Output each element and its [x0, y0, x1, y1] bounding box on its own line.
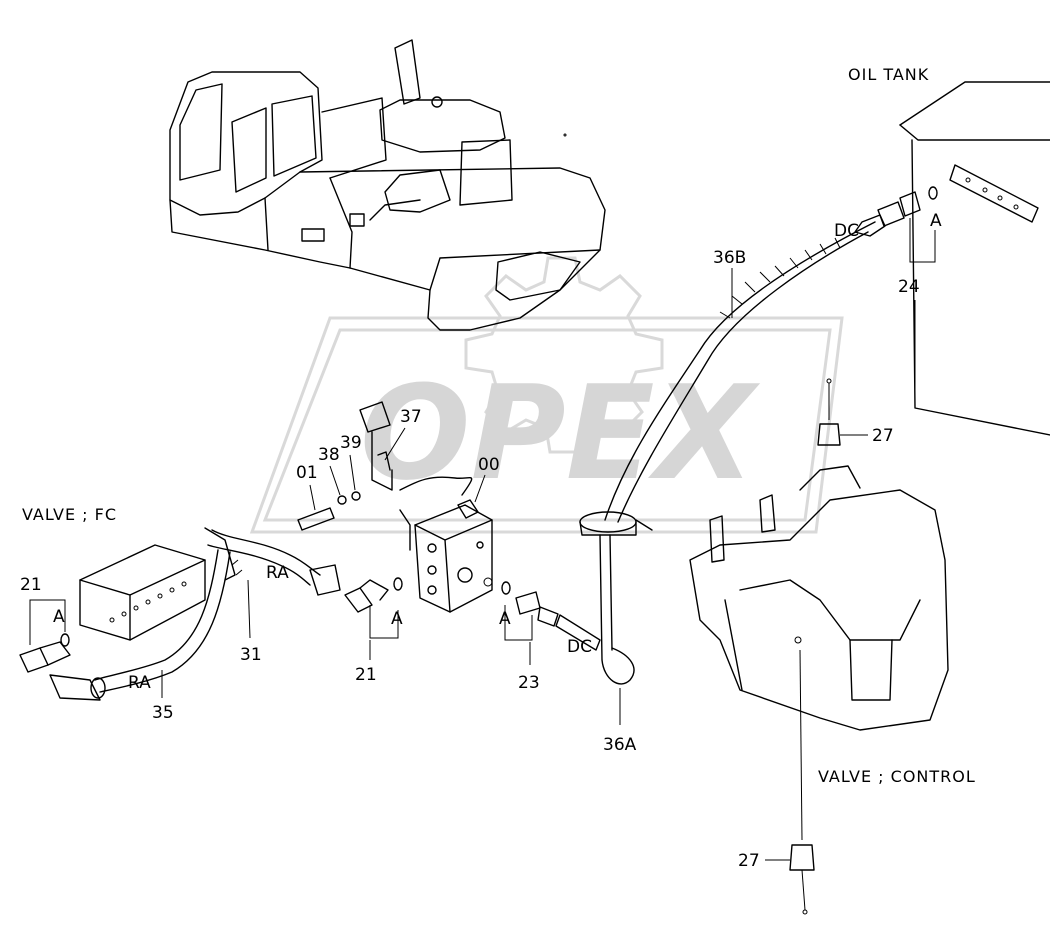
label-dc-bottom: DC [567, 637, 592, 657]
pressure-switch-27-bottom [765, 649, 815, 915]
watermark-text: OPEX [360, 357, 761, 509]
part-38-label: 38 [318, 445, 340, 465]
control-valve [689, 465, 949, 731]
label-dc-top: DC [834, 221, 859, 241]
oil-tank-label: OIL TANK [848, 65, 929, 84]
label-ra-31: RA [266, 563, 289, 583]
washer-38 [337, 495, 347, 505]
part-39-label: 39 [340, 433, 362, 453]
part-21-left-label: 21 [20, 575, 42, 595]
elbow-21-middle [344, 577, 403, 639]
hose-36b [604, 214, 886, 523]
excavator-illustration [169, 39, 606, 331]
label-a-middle: A [391, 609, 403, 629]
label-a-tank: A [930, 211, 942, 231]
part-37-label: 37 [400, 407, 422, 427]
label-a-23: A [499, 609, 511, 629]
part-36b-label: 36B [713, 248, 746, 268]
oil-tank [899, 81, 1050, 436]
speck [563, 133, 567, 137]
label-a-left: A [53, 607, 65, 627]
valve-fc-label: VALVE ; FC [22, 505, 117, 524]
part-23-label: 23 [518, 673, 540, 693]
hose-36a [537, 511, 653, 685]
part-24-label: 24 [898, 277, 920, 297]
fitting-23 [501, 581, 541, 641]
leader-00 [474, 474, 486, 503]
connector-37 [359, 401, 393, 491]
bolt-01 [297, 507, 335, 531]
washer-39 [351, 491, 361, 501]
leader-38 [329, 465, 341, 496]
valve-control-label: VALVE ; CONTROL [818, 767, 976, 786]
leader-37 [384, 427, 406, 461]
elbow-21-left [19, 599, 71, 673]
pressure-switch-27-top [817, 378, 868, 446]
solenoid-valve-00 [399, 476, 493, 613]
fc-valve-block [79, 544, 206, 641]
part-36a-label: 36A [603, 735, 637, 755]
leader-39 [349, 454, 356, 491]
hose-31 [204, 527, 341, 596]
leader-01 [309, 484, 316, 511]
label-ra-35: RA [128, 673, 151, 693]
part-00-label: 00 [478, 455, 500, 475]
part-01-label: 01 [296, 463, 318, 483]
part-35-label: 35 [152, 703, 174, 723]
hose-35 [49, 549, 231, 701]
part-21-middle-label: 21 [355, 665, 377, 685]
leader-31 [247, 579, 251, 639]
part-31-label: 31 [240, 645, 262, 665]
fitting-24 [877, 186, 938, 263]
part-27-top-label: 27 [872, 426, 894, 446]
part-27-bottom-label: 27 [738, 851, 760, 871]
